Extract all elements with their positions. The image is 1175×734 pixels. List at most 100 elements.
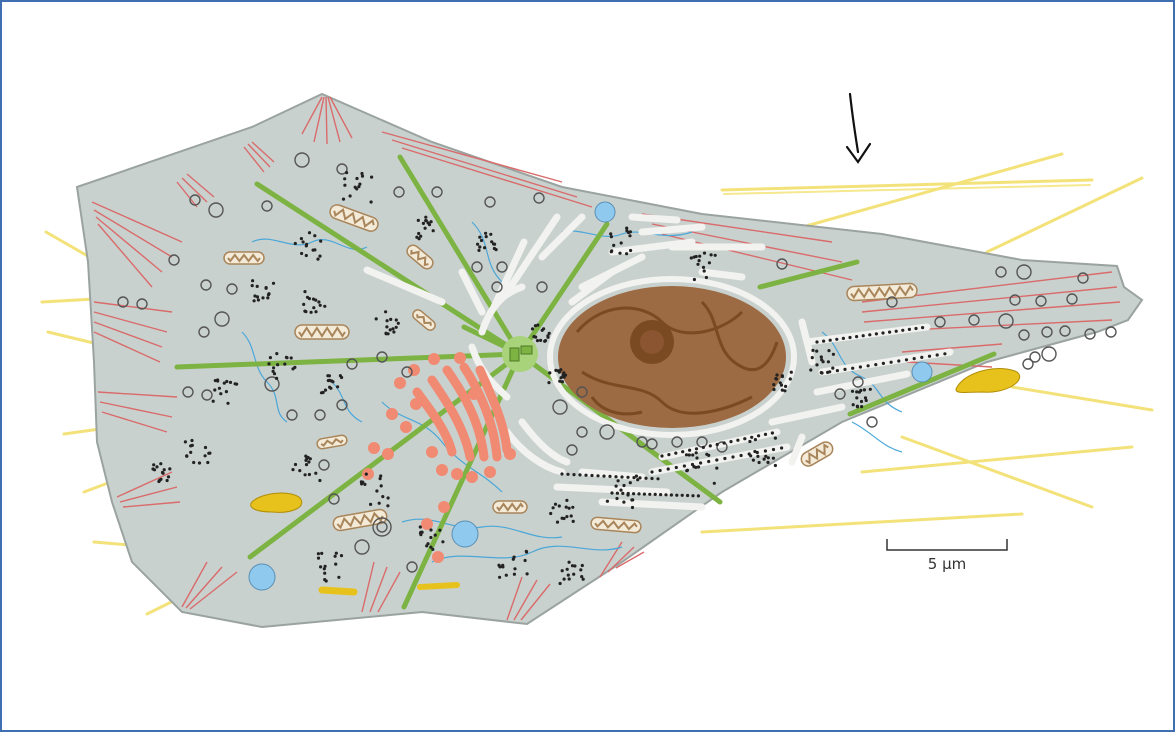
vesicle xyxy=(1084,328,1096,340)
ribosome xyxy=(855,335,859,339)
ribosome xyxy=(305,295,310,299)
ribosome xyxy=(656,477,660,481)
ribosome xyxy=(666,467,670,471)
mitochondrion xyxy=(329,204,379,232)
er-tubule xyxy=(518,418,571,466)
ribosome xyxy=(313,248,317,252)
ribosome xyxy=(621,491,625,495)
vesicle xyxy=(1016,264,1032,280)
vesicle xyxy=(491,281,503,293)
ribosome xyxy=(361,480,365,484)
ribosome xyxy=(384,332,388,336)
ribosome xyxy=(559,368,563,372)
ribosome xyxy=(318,254,322,258)
ribosome xyxy=(334,562,338,566)
ribosome xyxy=(192,460,196,465)
ribosome xyxy=(385,325,389,329)
ribosome xyxy=(558,379,562,383)
ribosome xyxy=(614,475,618,479)
ribosome xyxy=(319,239,323,243)
actin-fan xyxy=(93,301,173,363)
vesicle xyxy=(117,296,129,308)
ribosome xyxy=(855,390,859,394)
ribosome xyxy=(625,226,629,230)
ribosome xyxy=(558,581,562,586)
ribosome xyxy=(308,457,312,461)
ribosome xyxy=(763,432,768,436)
ribosome xyxy=(498,565,502,569)
vesicle xyxy=(318,459,330,471)
er-tubule xyxy=(813,370,911,396)
ribosome xyxy=(329,386,333,390)
ribosome xyxy=(815,340,819,344)
ribosome xyxy=(314,310,318,314)
vesicle xyxy=(208,202,224,218)
ribosome xyxy=(860,405,864,409)
endosomes xyxy=(248,201,933,591)
ribosome xyxy=(618,251,622,255)
ribosome xyxy=(731,455,735,459)
ribosome xyxy=(424,215,428,219)
ribosome xyxy=(159,477,163,481)
ribosome xyxy=(897,359,901,363)
vesicle xyxy=(576,386,588,398)
vesicle xyxy=(995,266,1007,278)
mitochondrion xyxy=(223,251,265,265)
ribosome xyxy=(815,363,819,367)
ribosome xyxy=(658,468,662,473)
ribosome xyxy=(343,177,347,181)
ribosome xyxy=(904,358,909,362)
ribosome xyxy=(848,335,852,340)
ribosome xyxy=(370,175,374,179)
ribosome xyxy=(326,379,330,383)
ribosome xyxy=(151,467,155,471)
microtubule xyxy=(401,351,523,610)
golgi-vesicle xyxy=(428,353,440,365)
golgi-apparatus xyxy=(412,362,512,462)
vesicle xyxy=(354,539,370,555)
ribosome xyxy=(920,355,924,359)
ribosome xyxy=(636,478,640,482)
ribosome xyxy=(659,493,663,497)
golgi-vesicle xyxy=(386,408,398,420)
ribosome xyxy=(773,436,778,440)
ribosome xyxy=(159,462,163,466)
ribosome xyxy=(826,360,831,364)
ribosome xyxy=(835,337,839,341)
ribosome xyxy=(835,369,840,373)
ribosome xyxy=(291,367,295,371)
ribosome xyxy=(222,381,226,385)
ribosome xyxy=(614,484,618,488)
ribosome xyxy=(168,467,172,471)
ribosome xyxy=(426,542,430,546)
ribosome xyxy=(619,488,623,492)
ribosome xyxy=(307,231,312,235)
ribosome xyxy=(438,528,442,532)
vesicle xyxy=(776,258,788,270)
ribosome xyxy=(217,386,221,390)
ribosome xyxy=(271,369,275,373)
ribosome xyxy=(256,298,260,302)
ribosome xyxy=(384,310,388,314)
ribosome xyxy=(763,449,768,453)
ribosome xyxy=(572,473,576,477)
ribosome xyxy=(609,235,614,239)
ribosome xyxy=(650,470,654,474)
ribosome xyxy=(715,442,719,447)
ribosome xyxy=(535,339,540,343)
golgi-vesicle xyxy=(438,501,450,513)
chromatin-strand xyxy=(590,396,643,416)
ribosome xyxy=(304,454,308,458)
vesicle xyxy=(182,386,194,398)
nuclear-envelope xyxy=(547,276,797,438)
ribosome xyxy=(565,498,569,502)
actin-fan xyxy=(361,561,401,613)
ribosome xyxy=(779,383,784,387)
ribosome xyxy=(203,454,207,458)
ribosome xyxy=(569,514,573,518)
ribosome xyxy=(185,454,189,458)
ribosome xyxy=(478,245,482,249)
ribosome xyxy=(333,554,337,558)
ribosome xyxy=(318,478,322,483)
ribosome xyxy=(610,491,614,495)
